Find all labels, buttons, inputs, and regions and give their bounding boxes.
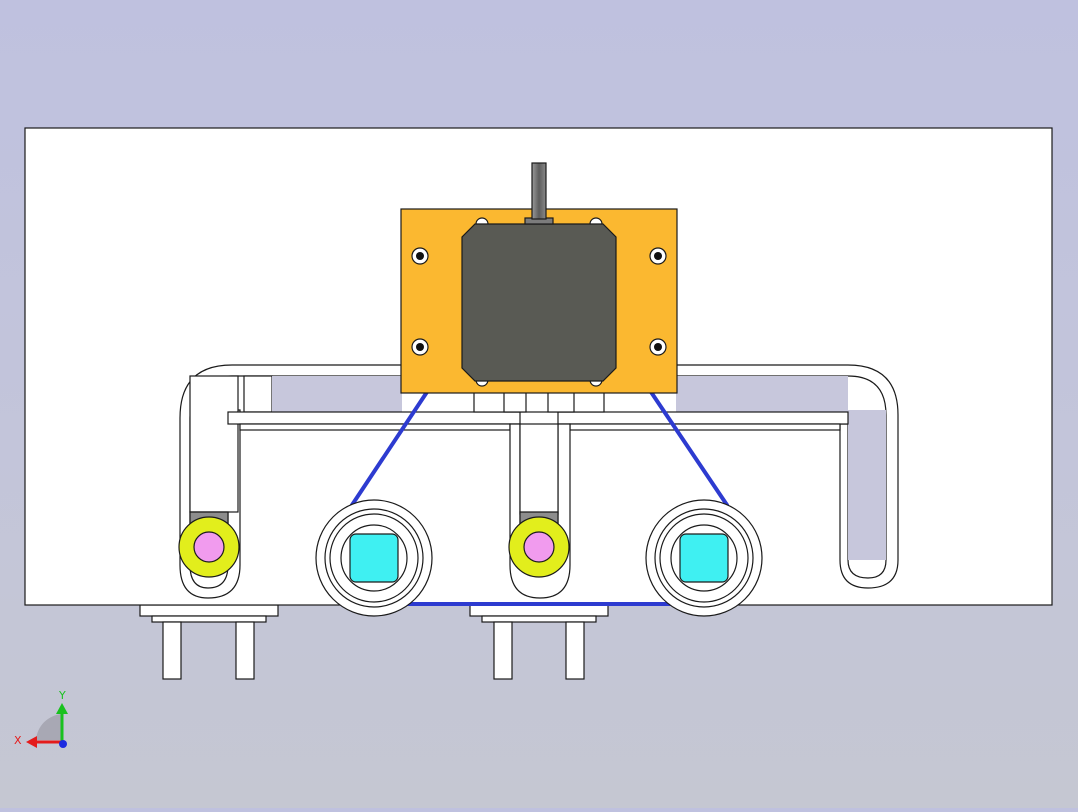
center-idler-pulley[interactable] — [508, 516, 570, 578]
drive-belt — [350, 390, 729, 606]
motor-shaft — [531, 162, 547, 220]
left-idler-pulley[interactable] — [178, 516, 240, 578]
right-drive-pulley[interactable] — [645, 499, 763, 617]
stepper-motor[interactable] — [461, 162, 617, 382]
left-drive-pulley[interactable] — [315, 499, 433, 617]
frame-rail — [179, 364, 899, 599]
right-foot-bracket — [469, 604, 609, 680]
left-foot-bracket — [139, 604, 279, 680]
mount-hole — [411, 247, 667, 356]
y-axis-label: Y — [58, 689, 66, 702]
x-axis-label: X — [14, 734, 22, 747]
axis-triad: Y X — [14, 689, 68, 748]
